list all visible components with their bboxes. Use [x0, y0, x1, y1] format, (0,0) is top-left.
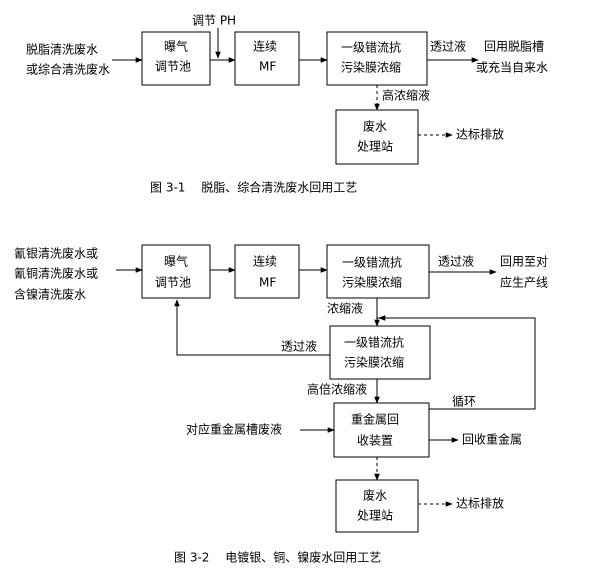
f2-recovery-line2: 收装置 — [357, 434, 393, 448]
f2-input-line2: 氰铜清洗废水或 — [14, 266, 98, 281]
f1-discharge-label: 达标排放 — [456, 127, 504, 142]
f2-wastewater-line1: 废水 — [363, 488, 387, 503]
f2-membrane2-line2: 污染膜浓缩 — [344, 355, 404, 370]
f1-wastewater-line2: 处理站 — [357, 140, 393, 154]
f1-reuse-line2: 或充当自来水 — [476, 60, 548, 75]
f2-membrane1-line1: 一级错流抗 — [342, 255, 402, 270]
f1-reuse-line1: 回用脱脂槽 — [484, 39, 544, 54]
f2-membrane1-box — [326, 244, 430, 299]
f2-membrane1-line2: 污染膜浓缩 — [342, 275, 402, 290]
f2-wastewater-box — [335, 479, 419, 533]
f2-high-concentrate-label: 高倍浓缩液 — [307, 382, 367, 397]
f2-discharge-label: 达标排放 — [456, 496, 504, 511]
f1-aeration-tank-box — [141, 31, 211, 86]
f1-membrane-line1: 一级错流抗 — [341, 40, 401, 55]
f1-aeration-line2: 调节池 — [155, 60, 191, 74]
f2-recovery-line1: 重金属回 — [351, 412, 399, 427]
f2-concentrate-label: 浓缩液 — [327, 301, 363, 316]
figure-3-2: 氰银清洗废水或 氰铜清洗废水或 含镍清洗废水 曝气 调节池 连续 MF 一级错流… — [14, 244, 548, 565]
f2-membrane2-line1: 一级错流抗 — [344, 335, 404, 350]
f2-mf-line1: 连续 — [253, 254, 277, 269]
f2-recover-metal-label: 回收重金属 — [462, 432, 522, 447]
f2-input-line3: 含镍清洗废水 — [14, 287, 86, 302]
f2-permeate2-return — [174, 299, 330, 356]
f1-mf-box — [234, 31, 300, 86]
f2-reuse-line2: 应生产线 — [500, 275, 548, 290]
f2-wastewater-line2: 处理站 — [357, 509, 393, 523]
f1-wastewater-line1: 废水 — [363, 119, 387, 134]
f2-cycle-loop — [377, 317, 536, 410]
f1-concentrate-label: 高浓缩液 — [382, 88, 430, 103]
f2-input-line1: 氰银清洗废水或 — [14, 246, 98, 261]
f2-membrane2-box — [329, 325, 431, 380]
f2-mf-box — [234, 244, 300, 299]
f1-wastewater-box — [335, 109, 419, 165]
f1-permeate-label: 透过液 — [430, 39, 466, 54]
f2-caption: 图 3-2 电镀银、铜、镍废水回用工艺 — [174, 550, 381, 565]
f2-cycle-label: 循环 — [452, 395, 476, 409]
f2-aeration-tank-box — [141, 244, 211, 299]
f2-reuse-line1: 回用至对 — [500, 255, 548, 269]
f2-recovery-box — [333, 402, 430, 458]
f1-membrane-box — [326, 31, 428, 86]
f2-permeate2-label: 透过液 — [281, 339, 317, 354]
f1-input-line1: 脱脂清洗废水 — [26, 42, 98, 57]
f1-aeration-line1: 曝气 — [164, 39, 188, 54]
f1-input-line2: 或综合清洗废水 — [26, 62, 110, 77]
f1-mf-line2: MF — [259, 60, 276, 74]
f1-membrane-line2: 污染膜浓缩 — [341, 60, 401, 75]
f1-mf-line1: 连续 — [253, 39, 277, 54]
f2-aeration-line2: 调节池 — [155, 276, 191, 290]
figure-3-1: 脱脂清洗废水 或综合清洗废水 调节 PH 曝气 调节池 连续 MF 一级错流抗 … — [26, 14, 548, 195]
f2-metal-input-label: 对应重金属槽废液 — [186, 422, 282, 437]
f1-ph-label: 调节 PH — [192, 14, 236, 28]
f2-permeate-label: 透过液 — [438, 254, 474, 269]
f2-mf-line2: MF — [259, 276, 276, 290]
f1-caption: 图 3-1 脱脂、综合清洗废水回用工艺 — [150, 180, 357, 195]
f2-aeration-line1: 曝气 — [164, 254, 188, 269]
